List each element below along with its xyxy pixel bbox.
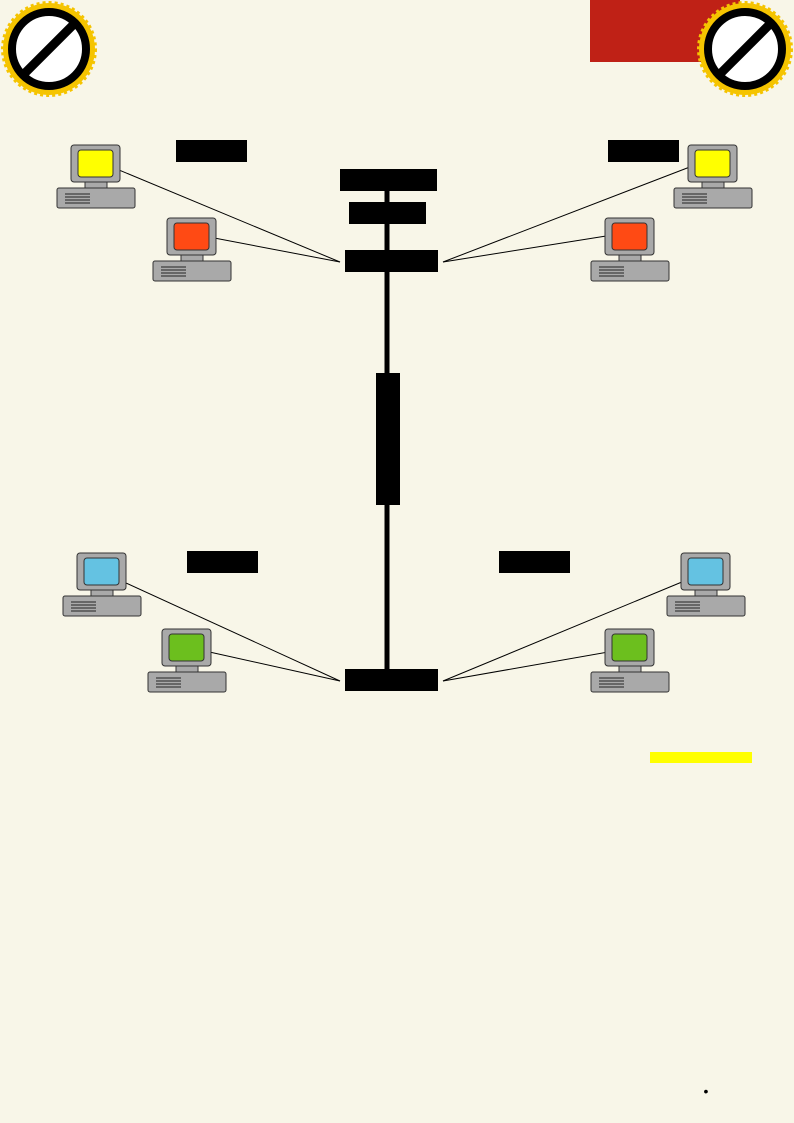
computer-icon bbox=[56, 144, 136, 209]
page-number: • bbox=[703, 1083, 709, 1099]
computer-icon bbox=[666, 552, 746, 617]
computer-icon bbox=[590, 628, 670, 693]
label-box bbox=[608, 140, 679, 162]
hub-box bbox=[345, 250, 438, 272]
computer-icon bbox=[152, 217, 232, 282]
label-box bbox=[340, 169, 437, 191]
screen bbox=[687, 557, 724, 586]
screen bbox=[168, 633, 205, 662]
label-box bbox=[349, 202, 426, 224]
screen bbox=[611, 222, 648, 251]
highlight-bar bbox=[650, 752, 752, 763]
label-box bbox=[176, 140, 247, 162]
connection-lines bbox=[94, 159, 709, 682]
prohibited-sign-icon bbox=[697, 1, 793, 97]
label-box bbox=[499, 551, 570, 573]
computer-icon bbox=[673, 144, 753, 209]
hub-box bbox=[345, 669, 438, 691]
screen bbox=[83, 557, 120, 586]
computer-icon bbox=[62, 552, 142, 617]
central-box bbox=[376, 373, 400, 505]
computer-icon bbox=[590, 217, 670, 282]
label-box bbox=[187, 551, 258, 573]
screen bbox=[77, 149, 114, 178]
screen bbox=[694, 149, 731, 178]
screen bbox=[173, 222, 210, 251]
screen bbox=[611, 633, 648, 662]
computer-icon bbox=[147, 628, 227, 693]
prohibited-sign-icon bbox=[1, 1, 97, 97]
